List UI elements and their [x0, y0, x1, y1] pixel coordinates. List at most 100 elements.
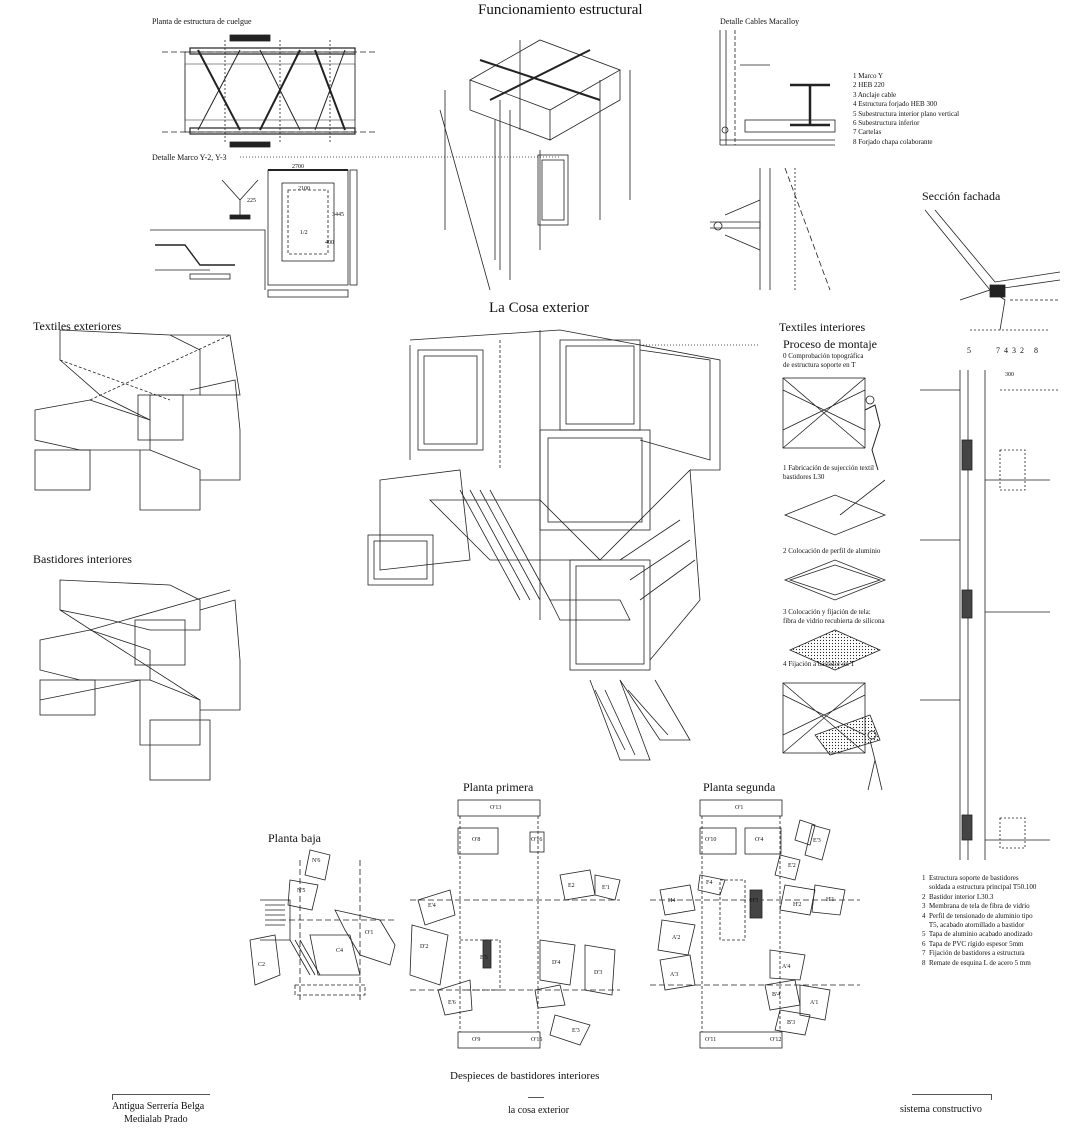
fachada-legend-item: 3 Membrana de tela de fibra de vidrio — [922, 902, 1030, 911]
cables-legend-item: 3 Anclaje cable — [853, 90, 897, 99]
fachada-legend-item: 6 Tapa de PVC rígido espesor 5mm — [922, 939, 1024, 948]
cables-legend-item: 6 Subestructura inferior — [853, 119, 920, 128]
tag-segunda: B'3 — [787, 1020, 796, 1026]
la-cosa-drawing — [367, 329, 760, 761]
cables-legend-item: 4 Estructura forjado HEB 300 — [853, 100, 937, 109]
dim-400: 400 — [325, 240, 334, 246]
dim-225: 225 — [247, 198, 256, 204]
tag-segunda: H4 — [668, 898, 676, 904]
tag-primera: E'3 — [572, 1028, 580, 1034]
fachada-legend-item: 7 Fijación de bastidores a estructura — [922, 949, 1025, 958]
tag-baja: N'5 — [297, 888, 306, 894]
montaje-step-3: 3 Colocación y fijación de tela: fibra d… — [783, 608, 885, 626]
title-seccion-fachada: Sección fachada — [922, 189, 1001, 203]
footer-right: sistema constructivo — [900, 1104, 982, 1115]
title-planta-segunda: Planta segunda — [703, 780, 776, 794]
tag-primera: O'15 — [531, 1037, 543, 1043]
fachada-legend-item: 4 Perfil de tensionado de aluminio tipo … — [922, 911, 1033, 930]
cables-legend-item: 2 HEB 220 — [853, 81, 885, 90]
tag-segunda: O'4 — [755, 837, 764, 843]
tag-baja: O'1 — [365, 930, 374, 936]
tag-primera: E'6 — [448, 1000, 456, 1006]
title-la-cosa: La Cosa exterior — [489, 300, 589, 316]
tag-segunda: H'1 — [826, 897, 835, 903]
cables-legend: 1 Marco Y 2 HEB 220 3 Anclaje cable 4 Es… — [853, 72, 959, 147]
funcionamiento-drawing — [439, 39, 631, 291]
tag-primera: E'1 — [602, 885, 610, 891]
montaje-step3-drawing — [789, 629, 881, 671]
title-bastidores-interiores: Bastidores interiores — [33, 552, 132, 566]
tag-primera: O'16 — [531, 837, 543, 843]
title-planta-cuelgue: Planta de estructura de cuelgue — [152, 17, 252, 26]
tag-segunda: O'12 — [770, 1037, 782, 1043]
montaje-step0-drawing — [782, 377, 881, 471]
tag-segunda: O'10 — [705, 837, 717, 843]
tag-baja: C2 — [258, 962, 266, 968]
planta-baja-drawing — [249, 849, 396, 1000]
footer-rule-left — [112, 1094, 210, 1095]
title-textiles-exteriores: Textiles exteriores — [33, 319, 122, 333]
tag-segunda: O'1 — [735, 805, 744, 811]
tag-segunda: A'1 — [810, 1000, 819, 1006]
montaje-step-0: 0 Comprobación topográfica de estructura… — [783, 352, 864, 370]
montaje-step2-drawing — [783, 559, 887, 601]
montaje-step-2: 2 Colocación de perfil de aluminio — [783, 547, 881, 555]
title-planta-primera: Planta primera — [463, 780, 534, 794]
fachada-legend-item: 1 Estructura soporte de bastidores solda… — [922, 874, 1037, 892]
tag-segunda: E'2 — [788, 863, 796, 869]
tag-primera: O'9 — [472, 1037, 481, 1043]
montaje-step-1: 1 Fabricación de sujección textil bastid… — [783, 464, 874, 482]
tag-primera: E2 — [568, 883, 575, 889]
footer-tick — [112, 1094, 113, 1100]
bastidores-interiores-drawing — [39, 579, 241, 781]
footer-left-line1: Antigua Serrería Belga — [112, 1101, 205, 1112]
title-proceso-montaje: Proceso de montaje — [783, 337, 877, 351]
tag-baja: C4 — [336, 948, 344, 954]
footer-rule-right — [912, 1094, 992, 1095]
tag-segunda: H'5 — [750, 898, 759, 904]
seccion-numbers: 5 7 4 3 2 8 — [967, 346, 1039, 355]
tag-baja: N'6 — [312, 858, 321, 864]
tag-primera: D'4 — [552, 960, 561, 966]
tag-primera: O'13 — [490, 805, 502, 811]
tag-primera: E'4 — [428, 903, 436, 909]
footer-left-line2: Medialab Prado — [124, 1114, 188, 1125]
tag-primera: D'3 — [594, 970, 603, 976]
footer-tick — [991, 1094, 992, 1100]
tag-segunda: A'4 — [782, 964, 791, 970]
detalle-cables-drawing — [719, 30, 836, 146]
title-detalle-marco: Detalle Marco Y-2, Y-3 — [152, 153, 227, 162]
tag-segunda: A'3 — [670, 972, 679, 978]
fachada-legend: 1 Estructura soporte de bastidores solda… — [922, 874, 1036, 968]
tag-primera: O'8 — [472, 837, 481, 843]
title-funcionamiento: Funcionamiento estructural — [478, 2, 643, 18]
dim-300: 300 — [1005, 372, 1014, 378]
title-detalle-cables: Detalle Cables Macalloy — [720, 17, 800, 26]
tag-segunda: E'3 — [813, 838, 821, 844]
title-planta-baja: Planta baja — [268, 831, 321, 845]
cables-legend-item: 5 Subestructura interior plano vertical — [853, 109, 960, 118]
tag-segunda: B'4 — [772, 992, 781, 998]
cables-legend-item: 7 Cartelas — [853, 128, 882, 137]
detalle-marco-drawing — [150, 169, 358, 298]
planta-cuelgue-drawing — [162, 34, 375, 148]
footer-center: la cosa exterior — [508, 1105, 570, 1116]
footer-rule-center — [528, 1097, 544, 1098]
montaje-step4-drawing — [782, 682, 883, 791]
dim-3445: 3445 — [332, 212, 344, 218]
tag-primera: E'5 — [480, 955, 488, 961]
seccion-vertical-drawing — [920, 370, 1060, 860]
cables-legend-item: 1 Marco Y — [853, 72, 884, 80]
cables-legend-item: 8 Forjado chapa colaborante — [853, 137, 933, 146]
fachada-legend-item: 5 Tapa de aluminio acabado anodizado — [922, 930, 1033, 939]
seccion-fachada-drawing — [924, 209, 1061, 331]
title-despieces: Despieces de bastidores interiores — [450, 1070, 600, 1082]
title-textiles-interiores: Textiles interiores — [779, 320, 866, 334]
tag-primera: D'2 — [420, 944, 429, 950]
tag-segunda: A'2 — [672, 935, 681, 941]
planta-primera-drawing — [409, 799, 621, 1049]
planta-segunda-drawing — [650, 799, 860, 1049]
dim-2100: 2100 — [298, 186, 310, 192]
fachada-legend-item: 2 Bastidor interior L30.3 — [922, 892, 994, 901]
